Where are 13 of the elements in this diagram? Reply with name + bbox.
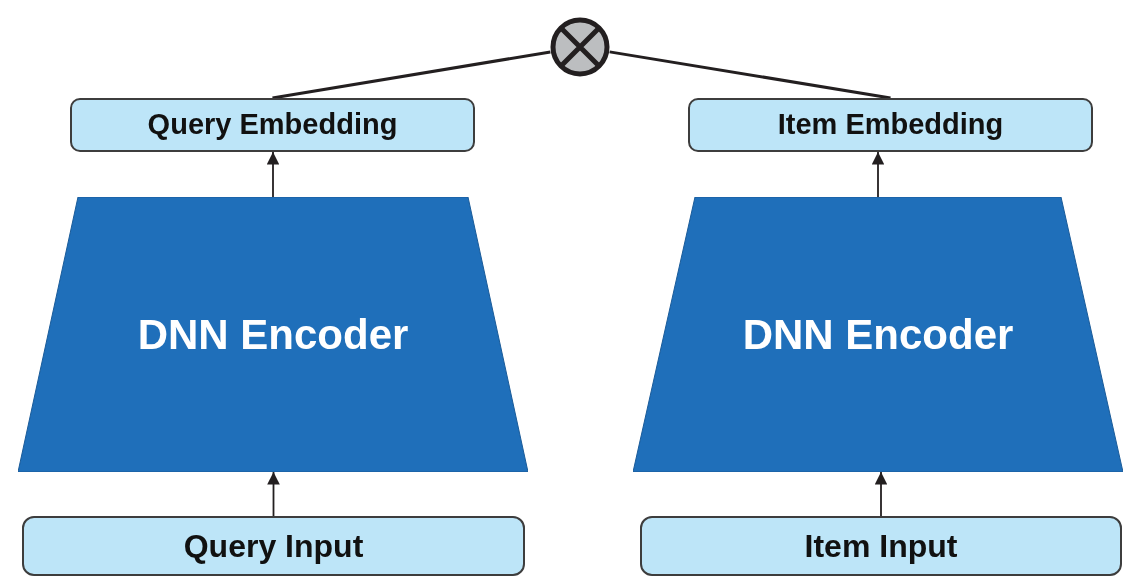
arrow [874, 471, 888, 517]
encoder-label: DNN Encoder [137, 310, 409, 360]
arrow [266, 151, 280, 198]
connector-line [609, 50, 891, 100]
connector-line [272, 50, 551, 100]
encoder-label: DNN Encoder [742, 310, 1014, 360]
input-box: Item Input [640, 516, 1122, 576]
input-box: Query Input [22, 516, 525, 576]
embedding-box: Query Embedding [70, 98, 475, 152]
embedding-box: Item Embedding [688, 98, 1093, 152]
arrow [267, 471, 280, 517]
arrow [871, 151, 885, 198]
multiply-circle [550, 17, 610, 77]
